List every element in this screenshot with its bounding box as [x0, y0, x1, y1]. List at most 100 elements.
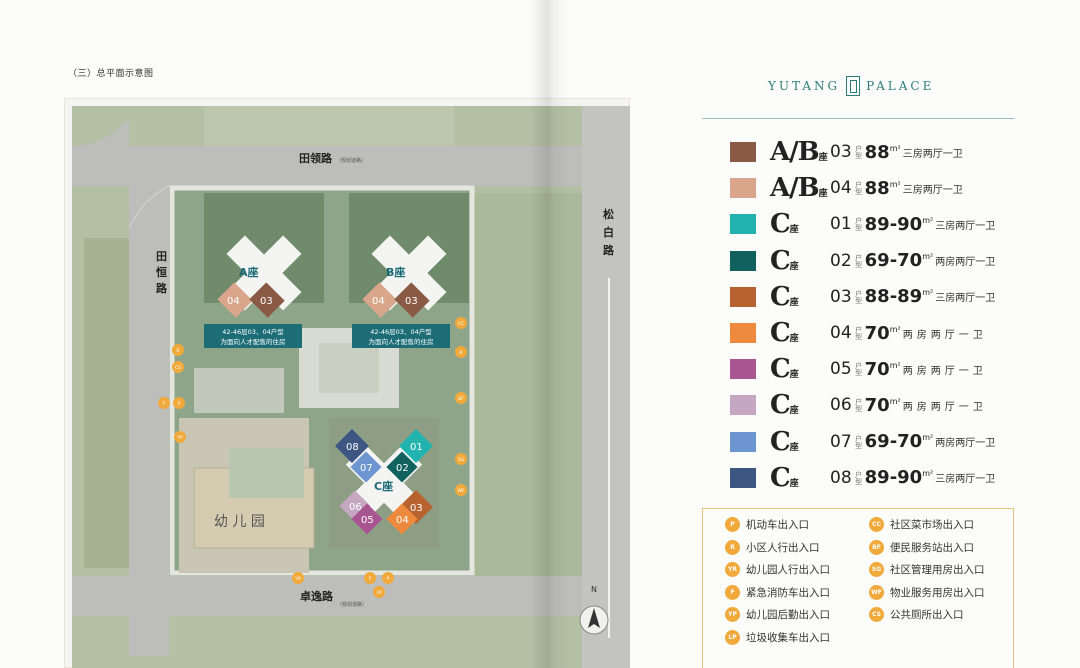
svg-text:为面向人才配售的住房: 为面向人才配售的住房: [369, 337, 434, 346]
unit-number: 07: [830, 431, 852, 452]
entrance-badge-icon: CS: [869, 607, 884, 622]
unit-building: A/B座: [770, 137, 828, 168]
entrance-badge-icon: P: [725, 517, 740, 532]
north-arrow-icon: N: [579, 585, 609, 635]
unit-layout-desc: 三房两厅一卫: [935, 474, 996, 486]
entrance-label: 便民服务站出入口: [890, 541, 974, 554]
unit-number: 04: [830, 178, 852, 199]
unit-building: C座: [770, 462, 799, 493]
unit-area: 88-89m²: [864, 286, 934, 308]
entrance-badge-icon: R: [725, 539, 740, 555]
map-unit-c05: 05: [361, 515, 374, 526]
map-unit-c01: 01: [410, 442, 423, 453]
unit-building: A/B座: [770, 173, 828, 204]
entrance-badge-icon: BF: [869, 539, 884, 555]
road-label-east: 松 白 路: [603, 208, 614, 257]
unit-building: C座: [770, 245, 799, 276]
svg-text:42-46层03、04户型: 42-46层03、04户型: [222, 327, 284, 336]
unit-color-swatch: [730, 250, 756, 271]
unit-tag: 户型: [854, 181, 863, 196]
road-label-south-note: （规划道路）: [337, 601, 367, 608]
section-title: （三）总平面示意图: [68, 69, 154, 79]
svg-text:CC: CC: [458, 321, 464, 327]
svg-text:F: F: [369, 576, 372, 582]
svg-text:P: P: [387, 576, 390, 582]
unit-building: C座: [770, 281, 799, 312]
unit-number: 03: [830, 286, 852, 307]
road-label-west-2: 路: [156, 281, 168, 295]
unit-area: 89-90m²: [864, 213, 934, 235]
unit-number: 06: [830, 395, 852, 416]
note-tower-b: 42-46层03、04户型 为面向人才配售的住房: [352, 324, 450, 348]
entrance-label: 垃圾收集车出入口: [746, 631, 830, 644]
unit-tag: 户型: [854, 362, 863, 377]
entrance-legend-item: R 小区人行出入口: [725, 539, 820, 555]
unit-building: C座: [770, 318, 799, 349]
site-plan-map: A座 B座 C座 04 03 04 03 08 07 01 02 03 04 0…: [64, 98, 630, 668]
road-label-north: 田领路: [299, 151, 333, 165]
unit-layout-desc: 两房两厅一卫: [902, 329, 987, 341]
map-unit-a03: 03: [260, 296, 273, 307]
brand-right: PALACE: [866, 79, 935, 93]
tower-a: [204, 193, 324, 318]
road-label-south: 卓逸路: [300, 589, 334, 603]
unit-building: C座: [770, 209, 799, 240]
unit-number: 05: [830, 359, 852, 380]
unit-layout-desc: 三房两厅一卫: [935, 220, 996, 232]
brand-left: YUTANG: [768, 79, 841, 93]
unit-number: 03: [830, 142, 852, 163]
note-tower-a: 42-46层03、04户型 为面向人才配售的住房: [204, 324, 302, 348]
entrance-badge-icon: LP: [725, 629, 740, 645]
map-unit-b04: 04: [372, 296, 385, 307]
unit-area: 88m²: [864, 141, 901, 163]
svg-text:P: P: [178, 401, 181, 407]
road-label-west-1: 恒: [156, 265, 167, 279]
unit-area: 69-70m²: [864, 250, 934, 272]
map-unit-c06: 06: [349, 502, 362, 513]
unit-layout-desc: 三房两厅一卫: [935, 293, 996, 305]
svg-text:42-46层03、04户型: 42-46层03、04户型: [370, 327, 432, 336]
entrance-badge-icon: SG: [869, 562, 884, 577]
entrance-legend-item: BF 便民服务站出入口: [869, 539, 974, 555]
unit-color-swatch: [730, 323, 756, 344]
unit-building: C座: [770, 354, 799, 385]
svg-text:CS: CS: [175, 365, 181, 371]
unit-tag: 户型: [854, 289, 863, 304]
unit-tag: 户型: [854, 217, 863, 232]
road-south: [72, 576, 582, 616]
entrance-label: 小区人行出入口: [746, 541, 820, 554]
unit-layout-desc: 两房两厅一卫: [935, 257, 996, 269]
unit-number: 08: [830, 467, 852, 488]
map-unit-c04: 04: [396, 515, 409, 526]
entrance-label: 物业服务用房出入口: [890, 586, 985, 599]
entrance-badge-icon: CC: [869, 517, 884, 532]
svg-text:R: R: [176, 348, 179, 354]
unit-number: 04: [830, 323, 852, 344]
svg-text:YR: YR: [294, 576, 301, 582]
tower-b: [349, 193, 469, 318]
unit-area: 70m²: [864, 322, 901, 344]
unit-building: C座: [770, 426, 799, 457]
unit-tag: 户型: [854, 253, 863, 268]
unit-color-swatch: [730, 467, 756, 488]
unit-color-swatch: [730, 359, 756, 380]
brand-divider: [702, 118, 1014, 119]
entrance-legend-item: LP 垃圾收集车出入口: [725, 629, 830, 645]
entrance-label: 紧急消防车出入口: [746, 586, 830, 599]
tower-c: [329, 418, 439, 548]
